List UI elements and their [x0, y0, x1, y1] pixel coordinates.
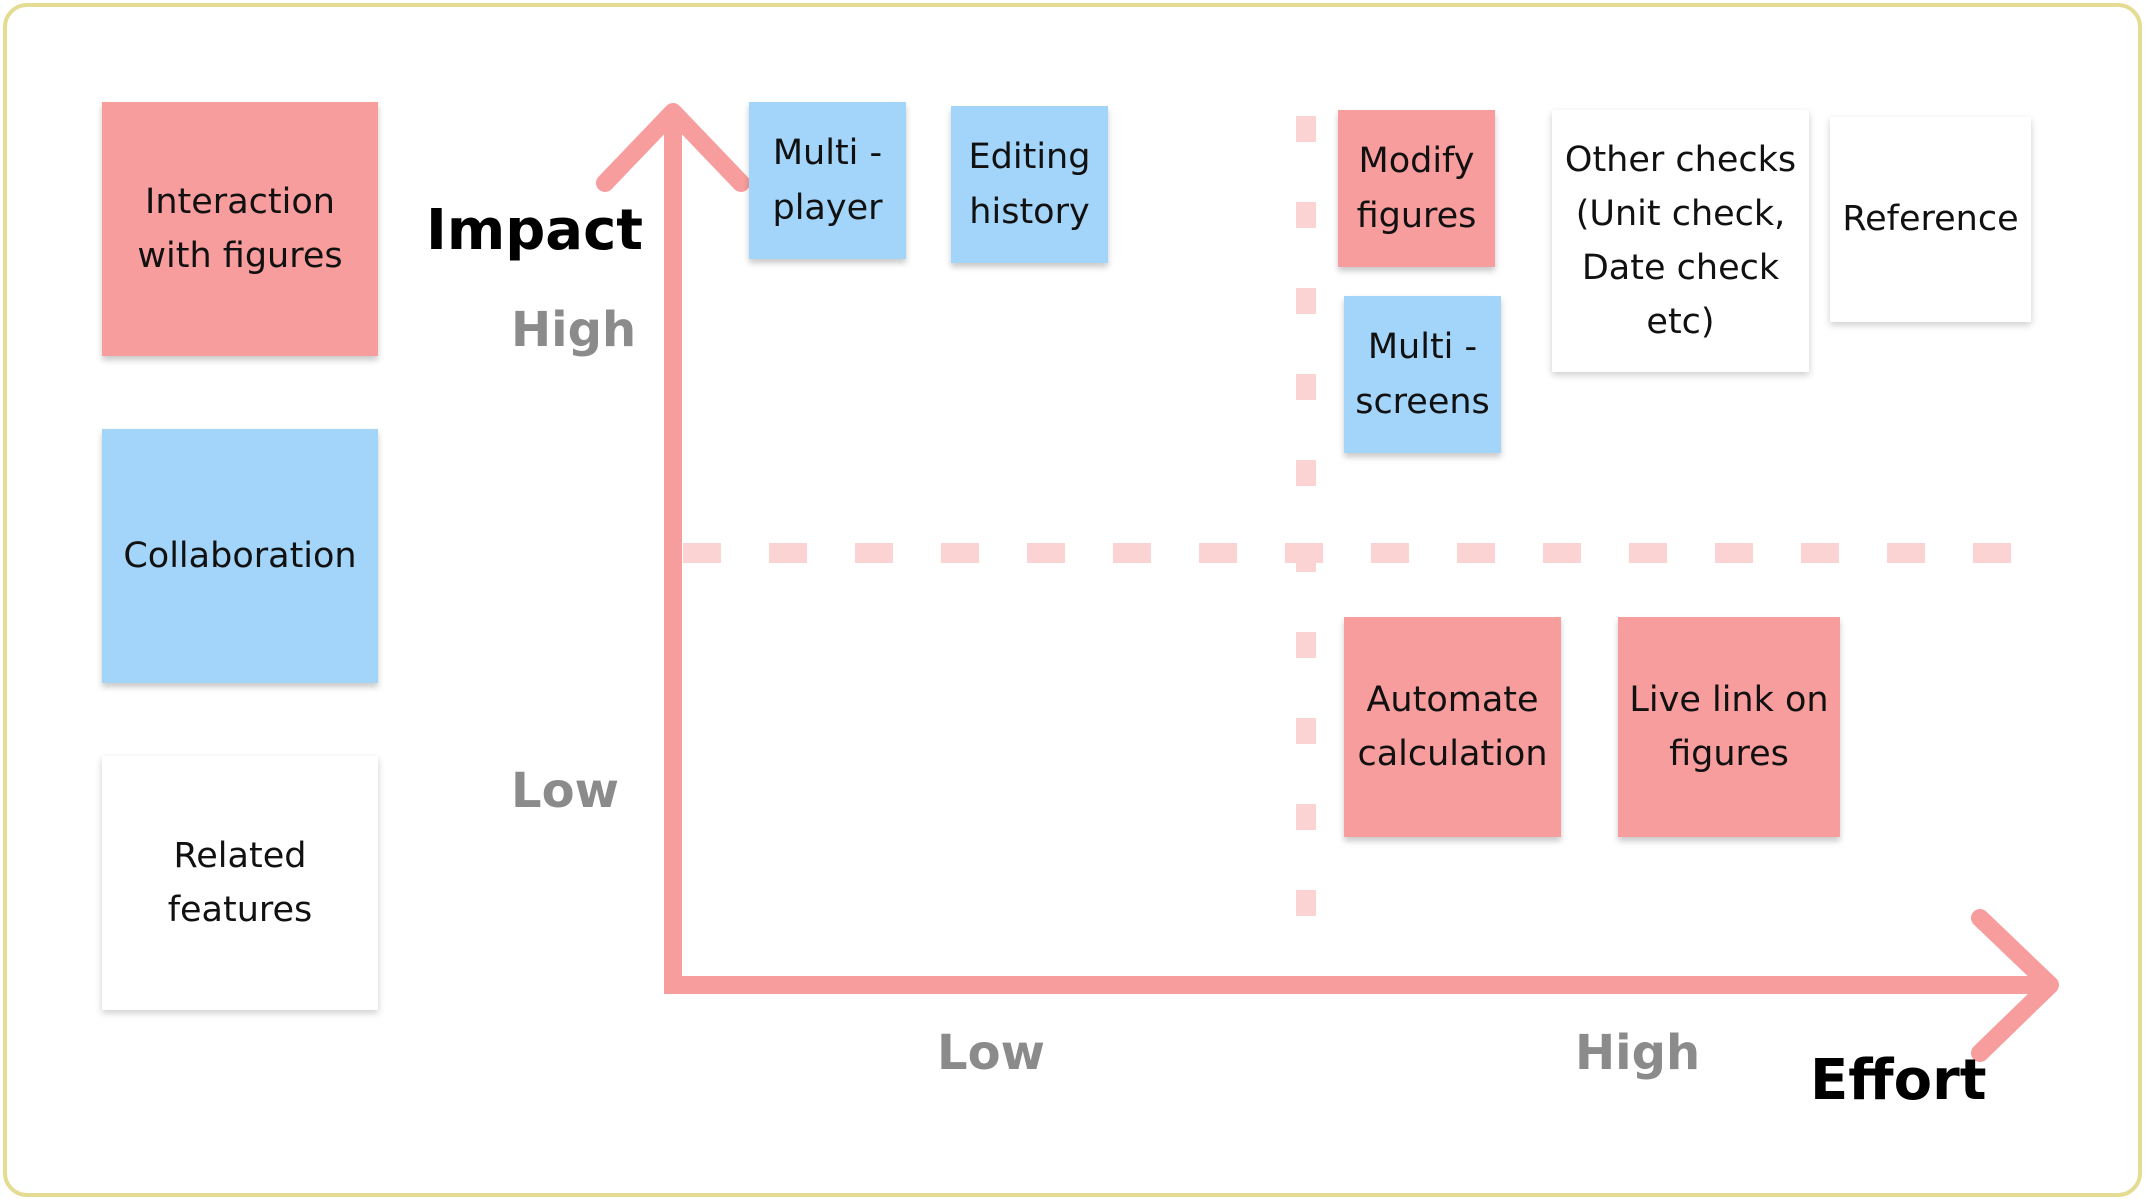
y-axis-title: Impact [426, 198, 644, 263]
sticky-other-checks[interactable]: Other checks (Unit check, Date check etc… [1552, 110, 1809, 372]
sticky-live-link-on-figures[interactable]: Live link on figures [1618, 617, 1840, 837]
y-axis-arrowhead [596, 103, 750, 192]
sticky-multi-player-text: Multi - player [772, 133, 883, 228]
y-axis-low-label: Low [511, 763, 619, 819]
legend-related-label: Related features [167, 835, 313, 930]
sticky-editing-history-text: Editing history [968, 137, 1091, 232]
y-axis-high-label: High [511, 302, 637, 358]
sticky-automate-calculation[interactable]: Automate calculation [1344, 617, 1561, 837]
legend-related-features[interactable]: Related features [102, 756, 378, 1010]
sticky-live-link-text: Live link on figures [1629, 679, 1829, 774]
x-axis-title: Effort [1810, 1048, 1987, 1113]
sticky-multi-screens[interactable]: Multi - screens [1344, 296, 1501, 453]
sticky-modify-figures-text: Modify figures [1356, 141, 1477, 236]
legend-collaboration[interactable]: Collaboration [102, 429, 378, 683]
sticky-modify-figures[interactable]: Modify figures [1338, 110, 1495, 267]
sticky-reference[interactable]: Reference [1830, 117, 2031, 322]
legend-collaboration-label: Collaboration [123, 535, 357, 576]
x-axis-high-label: High [1575, 1025, 1701, 1081]
sticky-reference-text: Reference [1842, 199, 2019, 240]
sticky-other-checks-text: Other checks (Unit check, Date check etc… [1564, 139, 1797, 343]
sticky-editing-history[interactable]: Editing history [951, 106, 1108, 263]
sticky-multi-screens-text: Multi - screens [1355, 327, 1490, 422]
sticky-multi-player[interactable]: Multi - player [749, 102, 906, 259]
x-axis-low-label: Low [937, 1025, 1045, 1081]
legend-interaction-with-figures[interactable]: Interaction with figures [102, 102, 378, 356]
sticky-automate-calculation-text: Automate calculation [1357, 679, 1548, 774]
legend-interaction-label: Interaction with figures [137, 181, 343, 276]
x-axis-arrowhead [1971, 909, 2059, 1062]
